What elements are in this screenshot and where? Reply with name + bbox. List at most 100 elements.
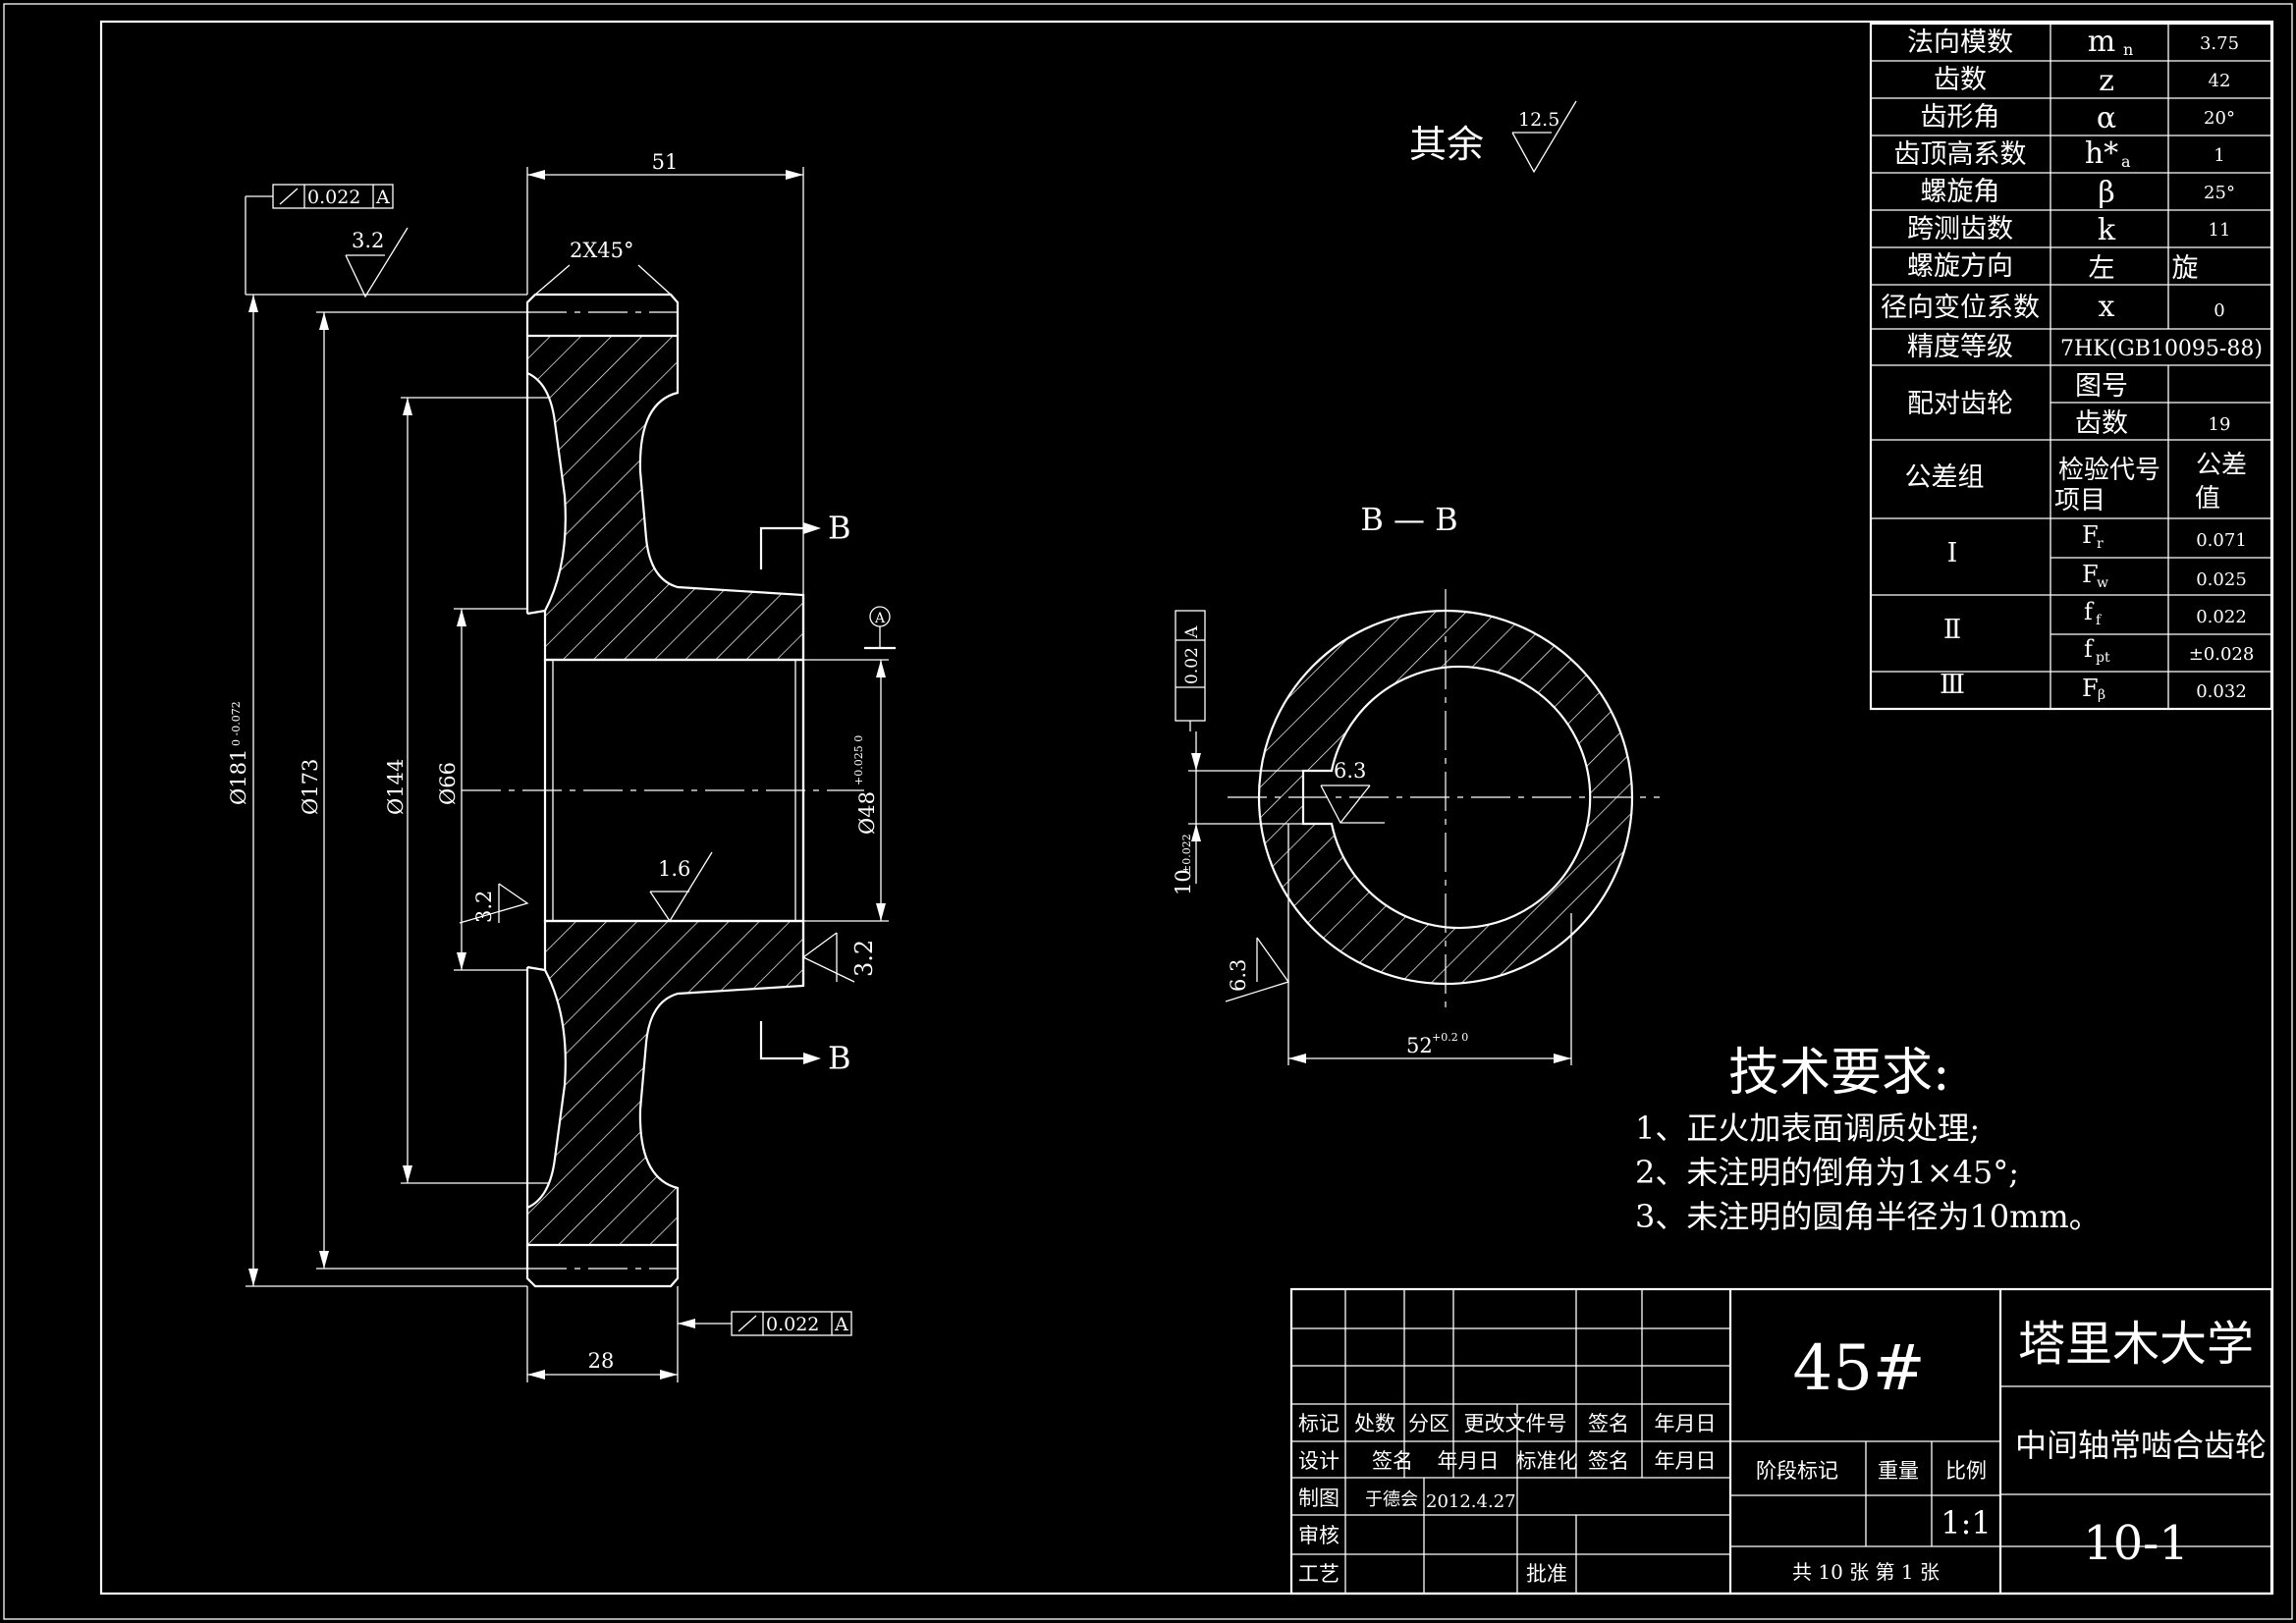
param-name-6: 螺旋方向	[1907, 251, 2013, 282]
tb-design-3: 标准化	[1516, 1449, 1578, 1473]
param-sym-4: β	[2098, 176, 2114, 210]
tol-value-header: 公差	[2196, 451, 2247, 480]
tol-sub-2: f	[2096, 613, 2103, 628]
param-sub-6: 旋	[2172, 253, 2199, 284]
tb-design-2: 年月日	[1438, 1449, 1500, 1473]
outer-border	[3, 3, 2293, 1620]
param-val-0: 3.75	[2200, 33, 2239, 54]
param-val-5: 11	[2209, 220, 2231, 241]
runout-datum-bottom: A	[834, 1314, 848, 1335]
tol-sub-4: β	[2098, 687, 2105, 703]
tb-date: 2012.4.27	[1426, 1491, 1516, 1512]
roughness-left: 3.2	[459, 883, 529, 924]
main-dimensions: 51 2X45° 28 Ø181 0 -0.072 Ø173 Ø144	[227, 150, 896, 1382]
param-sub-3: a	[2121, 152, 2131, 171]
runout-datum-top: A	[375, 187, 390, 208]
roughness-outer-value: 6.3	[1227, 959, 1250, 992]
mating-label: 配对齿轮	[1907, 389, 2013, 419]
mating-teeth-val: 19	[2209, 414, 2231, 435]
tol-item-code-header: 检验代号	[2058, 456, 2160, 485]
section-letter-top: B	[828, 510, 851, 547]
rest-label: 其余	[1409, 123, 1484, 166]
dim-d181: Ø181	[227, 749, 250, 805]
tb-material: 45#	[1792, 1332, 1925, 1405]
runout-value-bottom: 0.022	[766, 1314, 819, 1335]
param-sub-0: n	[2123, 40, 2133, 59]
param-name-0: 法向模数	[1907, 27, 2013, 58]
dim-d48-tol: +0.025 0	[852, 735, 865, 785]
tb-mark-4: 签名	[1588, 1412, 1629, 1435]
tol-val-0: 0.071	[2196, 530, 2247, 551]
runout-tolerance-bottom: 0.022 A	[678, 1311, 852, 1336]
tol-item-header: 项目	[2054, 486, 2105, 515]
tol-group-2: Ⅱ	[1943, 615, 1961, 645]
tol-sub-1: w	[2097, 575, 2108, 591]
tb-check-label: 审核	[1298, 1524, 1339, 1547]
param-sym-5: k	[2098, 213, 2116, 247]
sym-datum: A	[1182, 625, 1202, 639]
roughness-left-value: 3.2	[472, 891, 496, 923]
roughness-right-value: 3.2	[850, 940, 878, 977]
tb-sheets: 共 10 张 第 1 张	[1792, 1560, 1940, 1584]
bb-section-view: 10 ±0.022 A 0.02 52 +0.2 0 6.3 6.3	[1172, 589, 1660, 1065]
param-sym-0: m	[2088, 25, 2115, 59]
tol-val-3: ±0.028	[2189, 644, 2255, 665]
runout-value-top: 0.022	[307, 187, 360, 208]
tb-approve-label: 批准	[1526, 1562, 1567, 1586]
param-name-7: 径向变位系数	[1881, 293, 2040, 323]
tol-val-4: 0.032	[2196, 681, 2247, 702]
param-name-4: 螺旋角	[1921, 177, 2000, 207]
drawing-frame	[99, 20, 2274, 1596]
tb-design-5: 年月日	[1655, 1449, 1717, 1473]
section-marker-b: B B	[759, 510, 851, 1077]
tol-code-1: F	[2082, 561, 2099, 588]
tb-design-1: 签名	[1372, 1449, 1413, 1473]
tb-design-4: 签名	[1588, 1449, 1629, 1473]
gear-parameter-table: 法向模数 齿数 齿形角 齿顶高系数 螺旋角 跨测齿数 螺旋方向 径向变位系数 精…	[1869, 22, 2273, 711]
param-val-3: 1	[2214, 145, 2224, 166]
dim-d48: Ø48	[855, 791, 879, 835]
tol-val-2: 0.022	[2196, 607, 2247, 627]
param-val-4: 25°	[2204, 183, 2235, 203]
roughness-top-value: 3.2	[352, 229, 384, 252]
dim-chamfer: 2X45°	[570, 239, 634, 262]
tech-title: 技术要求:	[1728, 1044, 1950, 1103]
roughness-key-value: 6.3	[1334, 759, 1366, 783]
tb-mark-2: 分区	[1408, 1412, 1449, 1435]
param-val-7: 0	[2214, 300, 2224, 321]
roughness-rest: 其余 12.5	[1409, 100, 1577, 174]
param-sym-7: x	[2099, 290, 2115, 324]
param-name-8: 精度等级	[1907, 332, 2013, 362]
param-name-1: 齿数	[1934, 65, 1987, 95]
tb-mark-3: 更改文件号	[1464, 1412, 1567, 1435]
param-sym-2: α	[2097, 101, 2116, 135]
mating-teeth: 齿数	[2075, 408, 2128, 439]
tb-drawing-no: 10-1	[2083, 1516, 2189, 1571]
tb-mark-0: 标记	[1298, 1412, 1339, 1435]
dim-d173: Ø173	[299, 759, 322, 815]
param-sym-1: z	[2099, 64, 2114, 98]
dim-key-width-tol: ±0.022	[1180, 834, 1193, 874]
param-name-3: 齿顶高系数	[1894, 139, 2027, 170]
datum-a-circle: A	[874, 611, 886, 626]
tb-drawer: 于德会	[1365, 1489, 1418, 1510]
param-sym-8: 7HK(GB10095-88)	[2060, 337, 2263, 361]
technical-requirements: 技术要求: 1、正火加表面调质处理; 2、未注明的倒角为1×45°; 3、未注明…	[1635, 1044, 2101, 1235]
tb-mark-5: 年月日	[1655, 1412, 1717, 1435]
dim-d66: Ø66	[436, 762, 460, 805]
tb-process-label: 工艺	[1298, 1562, 1339, 1586]
param-sym-6: 左	[2089, 253, 2115, 284]
param-val-1: 42	[2209, 71, 2231, 91]
tol-code-2: f	[2084, 598, 2095, 625]
section-bb-title: B — B	[1360, 501, 1457, 538]
section-letter-bottom: B	[828, 1040, 851, 1077]
tech-item-1: 1、正火加表面调质处理;	[1635, 1109, 1980, 1147]
title-block: 标记 处数 分区 更改文件号 签名 年月日 设计 签名 年月日 标准化 签名 年…	[1289, 1287, 2273, 1596]
tb-mark-1: 处数	[1354, 1412, 1395, 1435]
tol-sub-0: r	[2097, 536, 2104, 552]
runout-tolerance-top: 0.022 A	[245, 184, 394, 295]
roughness-top: 3.2	[345, 227, 409, 298]
param-name-5: 跨测齿数	[1907, 214, 2013, 244]
tech-item-3: 3、未注明的圆角半径为10mm。	[1635, 1198, 2101, 1235]
gear-section-view	[462, 293, 864, 1288]
